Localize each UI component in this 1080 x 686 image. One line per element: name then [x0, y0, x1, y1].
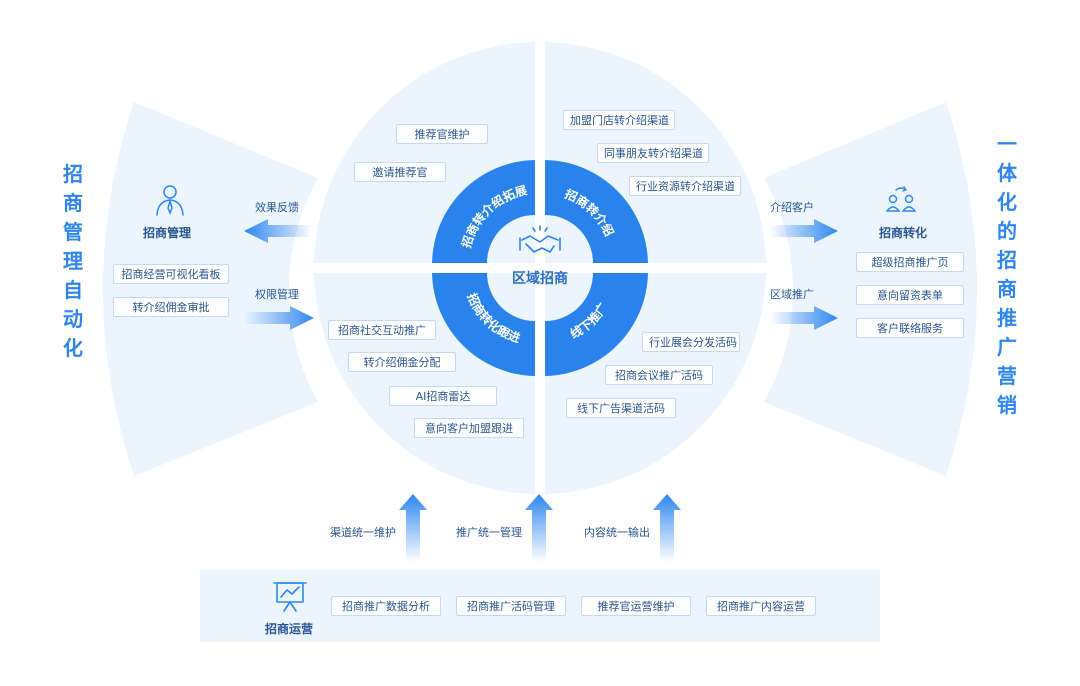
tag-content-ops: 招商推广内容运营: [706, 596, 816, 616]
arrow-up-1: [399, 494, 427, 562]
tag-code-management: 招商推广活码管理: [456, 596, 566, 616]
arrow-up-2: [525, 494, 553, 562]
tag-commission-split: 转介绍佣金分配: [348, 352, 456, 372]
tag-visual-board: 招商经营可视化看板: [113, 264, 229, 284]
left-vertical-title: 招商管理自动化: [58, 160, 88, 363]
arrow-label-introduce: 介绍客户: [770, 201, 814, 214]
arrow-left-bottom: [244, 306, 314, 330]
vertical-char: 招: [997, 248, 1017, 272]
arrow-label-content: 内容统一输出: [584, 526, 650, 539]
tag-meeting-code: 招商会议推广活码: [605, 365, 713, 385]
arrow-label-regional: 区域推广: [770, 288, 814, 301]
tag-franchise-referral: 加盟门店转介绍渠道: [563, 110, 675, 130]
ring-top-left: [432, 160, 535, 263]
tag-data-analysis: 招商推广数据分析: [331, 596, 441, 616]
tag-expo-code: 行业展会分发活码: [642, 332, 740, 352]
tag-ai-radar: AI招商雷达: [389, 386, 497, 406]
vertical-char: 自: [63, 278, 83, 302]
tag-offline-ad-code: 线下广告渠道活码: [566, 398, 676, 418]
vertical-char: 推: [997, 306, 1017, 330]
vertical-char: 管: [63, 220, 83, 244]
left-panel-title: 招商管理: [143, 226, 192, 240]
left-panel-bg: [103, 102, 318, 476]
arrow-label-permission: 权限管理: [255, 288, 299, 301]
handshake-icon: [519, 225, 561, 253]
arrow-right-top: [770, 219, 838, 243]
tag-commission-approval: 转介绍佣金审批: [113, 297, 229, 317]
arrow-label-promotion: 推广统一管理: [456, 526, 522, 539]
right-vertical-title: 一体化的招商推广营销: [992, 130, 1022, 420]
user-exchange-icon: [885, 186, 917, 212]
vertical-char: 商: [63, 191, 83, 215]
vertical-char: 营: [997, 364, 1017, 388]
tag-industry-referral: 行业资源转介绍渠道: [629, 176, 741, 196]
arrow-right-bottom: [770, 306, 838, 330]
person-icon: [156, 185, 184, 216]
arrow-up-3: [653, 494, 681, 562]
right-panel-title: 招商转化: [879, 226, 928, 240]
presentation-icon: [273, 582, 307, 612]
center-label: 区域招商: [512, 271, 568, 287]
tag-intent-follow: 意向客户加盟跟进: [414, 418, 524, 438]
vertical-char: 化: [63, 336, 83, 360]
vertical-char: 一: [997, 132, 1017, 156]
tag-colleague-referral: 同事朋友转介绍渠道: [597, 143, 709, 163]
tag-recommender-ops: 推荐官运营维护: [581, 596, 691, 616]
ring-top-right: [545, 160, 648, 263]
tag-social-promotion: 招商社交互动推广: [328, 320, 436, 340]
vertical-char: 理: [63, 249, 83, 273]
vertical-char: 招: [63, 162, 83, 186]
arrow-label-channel: 渠道统一维护: [330, 526, 396, 539]
vertical-char: 广: [997, 335, 1017, 359]
vertical-char: 化: [997, 190, 1017, 214]
tag-promo-page: 超级招商推广页: [856, 252, 964, 272]
tag-recommender-maintain: 推荐官维护: [396, 124, 488, 144]
tag-invite-recommender: 邀请推荐官: [354, 162, 446, 182]
vertical-char: 销: [997, 393, 1017, 417]
arrow-left-top: [244, 219, 312, 243]
vertical-char: 体: [997, 161, 1017, 185]
tag-lead-form: 意向留资表单: [856, 285, 964, 305]
arrow-label-feedback: 效果反馈: [255, 201, 299, 214]
ring-bottom-right: [545, 273, 648, 376]
bottom-panel-title: 招商运营: [265, 622, 314, 636]
tag-contact-service: 客户联络服务: [856, 318, 964, 338]
vertical-char: 动: [63, 307, 83, 331]
ring-bottom-left: [432, 273, 535, 376]
vertical-char: 的: [997, 219, 1017, 243]
vertical-char: 商: [997, 277, 1017, 301]
